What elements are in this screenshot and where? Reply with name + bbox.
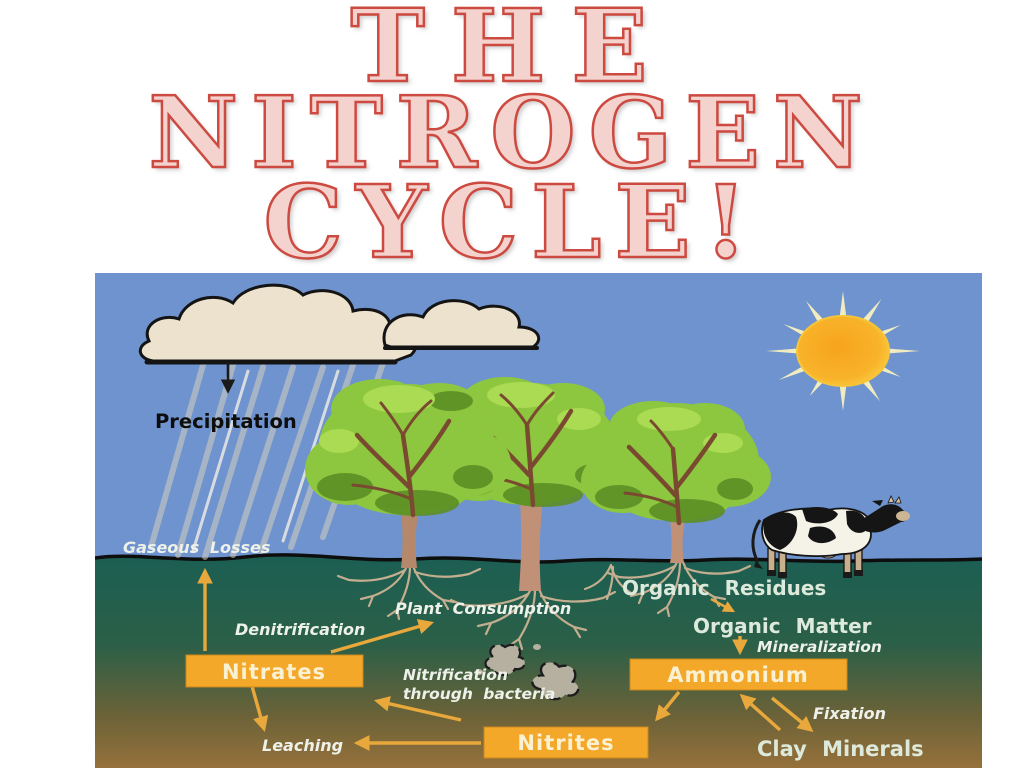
arrow-residues-to-matter — [710, 597, 736, 613]
arrow-nitrification — [373, 696, 462, 722]
nitrites-box: Nitrites — [483, 726, 649, 759]
denitrification-label: Denitrification — [235, 620, 365, 639]
tree-icon-right — [581, 401, 771, 563]
fixation-label: Fixation — [813, 704, 886, 723]
nitrates-box: Nitrates — [185, 654, 364, 688]
plant-consumption-label: Plant Consumption — [395, 599, 571, 618]
title-line-2: NITROGEN — [147, 76, 876, 191]
precipitation-label: Precipitation — [155, 410, 297, 433]
nitrogen-cycle-diagram: Precipitation — [94, 273, 983, 768]
ammonium-box: Ammonium — [629, 658, 848, 691]
nitrates-label: Nitrates — [222, 660, 326, 684]
cow-icon — [751, 495, 910, 578]
bacteria-icon — [475, 643, 580, 701]
nitrification-label-line2: through bacteria — [403, 685, 555, 703]
mineralization-label: Mineralization — [757, 638, 882, 656]
arrow-plant-consumption — [330, 618, 435, 654]
organic-matter-label: Organic Matter — [693, 614, 872, 638]
diagram-canvas: Precipitation — [94, 273, 983, 768]
ammonium-label: Ammonium — [667, 663, 808, 687]
arrow-ammonium-to-clay — [770, 696, 814, 732]
ground — [95, 554, 982, 768]
title-line-3: CYCLE! — [262, 163, 761, 281]
roots — [336, 560, 752, 651]
gaseous-losses-label: Gaseous Losses — [123, 538, 270, 557]
leaching-label: Leaching — [262, 736, 343, 755]
slide-title: THE NITROGEN CYCLE! — [0, 0, 1024, 281]
arrow-leaching-down — [250, 685, 269, 733]
organic-residues-label: Organic Residues — [622, 576, 826, 600]
sun-icon — [766, 291, 920, 411]
nitrites-label: Nitrites — [517, 731, 614, 755]
arrow-ammonium-to-nitrites — [655, 690, 681, 722]
nitrification-label-line1: Nitrification — [403, 666, 508, 684]
clay-minerals-label: Clay Minerals — [757, 737, 924, 761]
tree-icon-left — [305, 379, 511, 568]
title-line-1: THE — [349, 0, 674, 105]
cloud-icon — [138, 283, 541, 560]
arrow-clay-to-ammonium — [739, 693, 782, 732]
